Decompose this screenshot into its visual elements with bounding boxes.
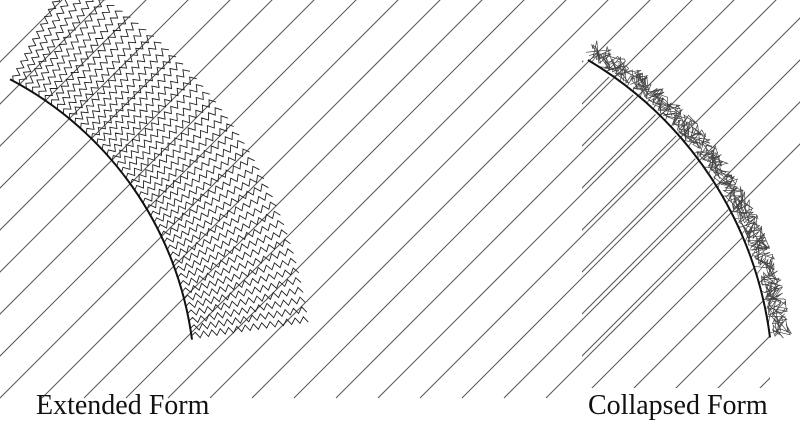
hatch-line	[0, 0, 148, 398]
extended-chain	[180, 249, 293, 285]
hatch-line	[0, 0, 358, 398]
hatch-line	[126, 0, 526, 398]
extended-chain	[117, 92, 210, 166]
hatch-line	[792, 0, 800, 398]
extended-chain	[39, 0, 106, 96]
hatch-line	[372, 0, 772, 398]
hatch-line	[168, 0, 568, 398]
hatch-line	[462, 0, 800, 398]
extended-chain	[33, 0, 98, 92]
hatch-line	[708, 0, 800, 398]
extended-form-panel	[0, 0, 800, 398]
hatch-line	[246, 0, 646, 398]
collapsed-chains	[586, 41, 791, 339]
hatch-line	[288, 0, 688, 398]
hatch-line	[378, 0, 778, 398]
hatch-line	[624, 0, 800, 398]
hatch-line	[498, 0, 800, 398]
hatch-line	[336, 0, 736, 398]
hatch-line	[540, 0, 800, 398]
extended-form-caption: Extended Form	[36, 392, 209, 420]
hatch-line	[42, 0, 442, 398]
hatch-line	[0, 0, 232, 398]
hatch-line	[294, 0, 694, 398]
extended-chain	[139, 132, 239, 196]
substrate-hatching-left	[0, 0, 800, 398]
extended-chain	[131, 116, 228, 184]
extended-chain	[69, 29, 146, 119]
extended-chain	[126, 108, 222, 178]
hatch-line	[210, 0, 610, 398]
extended-chain	[63, 23, 138, 114]
hatch-line	[0, 0, 190, 398]
hatch-line	[0, 0, 316, 398]
hatch-line	[456, 0, 800, 398]
hatch-line	[750, 0, 800, 398]
hatch-line	[420, 0, 800, 398]
hatch-line	[252, 0, 652, 398]
hatch-line	[330, 0, 730, 398]
hatch-line	[546, 0, 800, 398]
hatch-line	[0, 0, 64, 398]
collapsed-form-caption: Collapsed Form	[588, 392, 768, 420]
hatch-line	[0, 0, 106, 398]
collapsed-chain	[745, 226, 766, 248]
